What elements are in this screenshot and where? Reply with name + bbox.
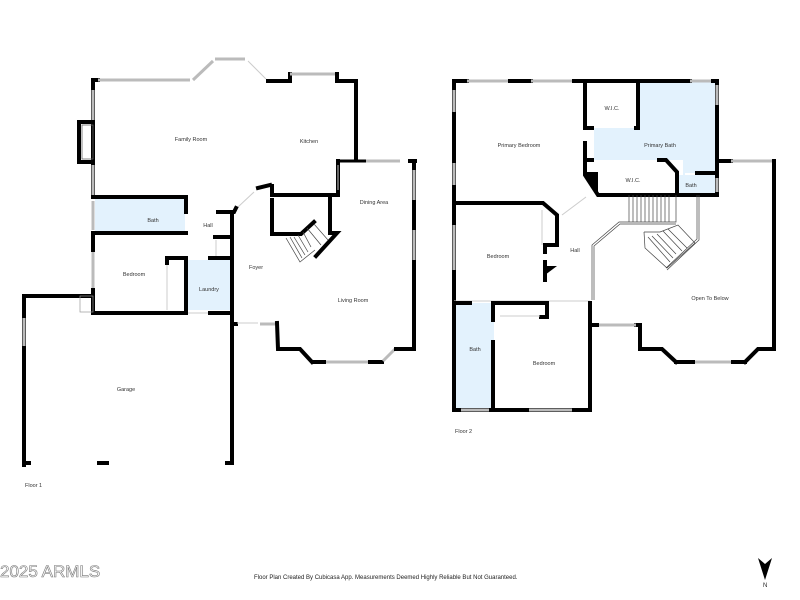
room-label-wic-top: W.I.C. <box>604 106 620 112</box>
floor2-plan <box>452 79 776 412</box>
floor2-small-bath-fill <box>678 175 716 195</box>
room-label-dining-area: Dining Area <box>359 200 389 206</box>
floor1-label: Floor 1 <box>25 483 43 489</box>
room-label-kitchen: Kitchen <box>299 139 319 145</box>
room-label-primary-bath: Primary Bath <box>644 143 676 149</box>
room-label-wic-bottom: W.I.C. <box>625 178 641 184</box>
room-label-open-to-below: Open To Below <box>691 296 729 302</box>
room-label-living-room: Living Room <box>337 298 369 304</box>
room-label-laundry: Laundry <box>199 287 219 293</box>
floor2-label: Floor 2 <box>455 429 473 435</box>
room-label-family-room: Family Room <box>174 137 208 143</box>
room-label-hall: Hall <box>203 223 213 229</box>
watermark: 2025 ARMLS <box>0 562 101 582</box>
compass-label: N <box>763 583 768 589</box>
floor1-laundry-fill <box>188 260 231 310</box>
room-label-bath-small: Bath <box>685 183 697 189</box>
floor1-bath-fill <box>95 197 185 232</box>
room-label-foyer: Foyer <box>248 265 264 271</box>
room-label-bath: Bath <box>147 218 159 224</box>
primary-bath-fill <box>594 82 715 190</box>
floor1-plan <box>22 57 417 467</box>
room-label-primary-bedroom: Primary Bedroom <box>497 143 541 149</box>
room-label-bedroom-2: Bedroom <box>532 361 556 367</box>
room-label-garage: Garage <box>116 387 136 393</box>
room-label-hall-upper: Hall <box>570 248 580 254</box>
room-label-bedroom: Bedroom <box>122 272 146 278</box>
room-label-bedroom-upper: Bedroom <box>486 254 510 260</box>
north-arrow-icon <box>758 558 772 580</box>
disclaimer-note: Floor Plan Created By Cubicasa App. Meas… <box>254 575 518 581</box>
room-label-bath-upper: Bath <box>469 347 481 353</box>
floor2-bath-fill <box>456 303 494 410</box>
